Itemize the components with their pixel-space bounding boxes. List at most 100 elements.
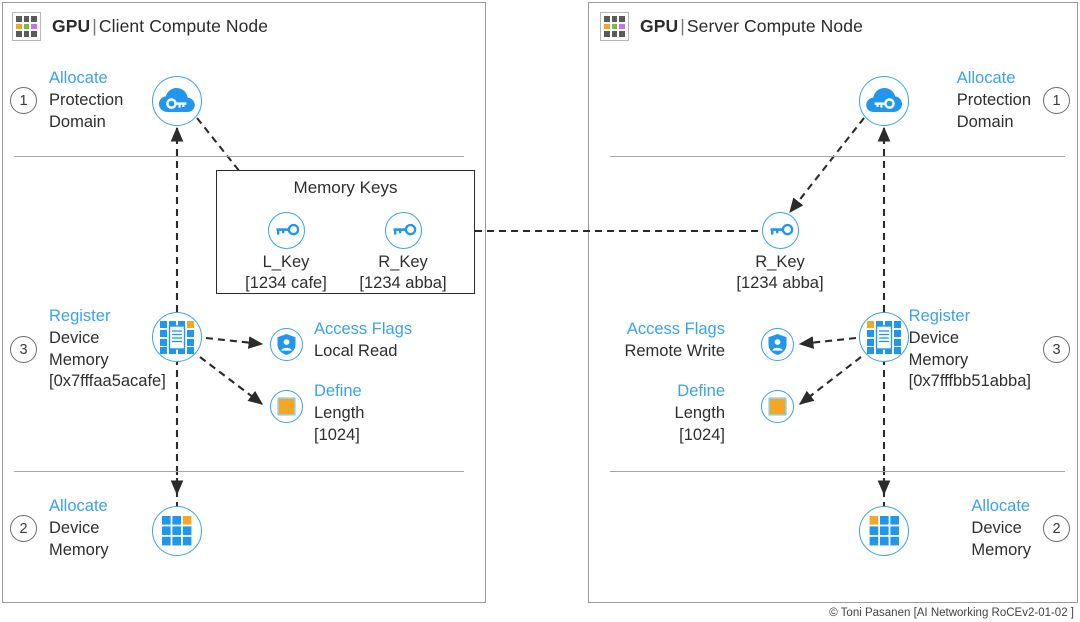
- server-step-3-register-device-memory[interactable]: 3 Register Device Memory [0x7fffbb51abba…: [909, 306, 1070, 393]
- client-step-3-line1: Device: [49, 328, 100, 347]
- server-step-2-action: Allocate: [971, 497, 1031, 515]
- server-step-2-number: 2: [1043, 515, 1070, 543]
- copyright-footer: © Toni Pasanen [AI Networking RoCEv2-01-…: [829, 607, 1074, 619]
- cloud-key-glyph: [866, 88, 902, 112]
- client-access-flags-label: Access Flags: [314, 320, 413, 338]
- client-rkey-value: [1234 abba]: [359, 274, 447, 293]
- server-title-separator: |: [680, 16, 685, 36]
- server-step-1-line1: Protection: [956, 90, 1031, 109]
- client-step-1-number: 1: [10, 87, 37, 115]
- server-step-2-line1: Device: [971, 518, 1022, 537]
- client-step-3-number: 3: [10, 336, 37, 364]
- server-step-2-line2: Memory: [971, 540, 1031, 559]
- shield-person-glyph: [277, 334, 296, 355]
- register-memory-icon[interactable]: [859, 312, 909, 362]
- server-node-name: Server Compute Node: [686, 16, 863, 36]
- server-node-title: GPU|Server Compute Node: [640, 16, 863, 37]
- device-memory-grid-glyph: [869, 516, 899, 546]
- key-icon[interactable]: [762, 212, 799, 249]
- register-memory-glyph: [160, 321, 194, 354]
- server-step-3-line2: Memory: [908, 350, 969, 369]
- client-step-2-line1: Device: [49, 518, 100, 537]
- client-step-1-allocate-protection-domain[interactable]: 1 Allocate Protection Domain: [10, 68, 123, 133]
- orange-square-icon[interactable]: [270, 390, 303, 423]
- shield-person-icon[interactable]: [270, 328, 303, 361]
- server-separator-bottom: [610, 471, 1065, 472]
- server-length-label: Length: [674, 403, 725, 422]
- device-memory-grid-glyph: [162, 516, 192, 546]
- server-step-1-number: 1: [1043, 87, 1070, 115]
- server-step-2-allocate-device-memory[interactable]: 2 Allocate Device Memory: [971, 496, 1070, 561]
- orange-square-glyph: [277, 397, 296, 416]
- server-compute-node-panel: [588, 2, 1078, 603]
- shield-person-icon[interactable]: [761, 328, 794, 361]
- server-access-flags-label: Access Flags: [626, 320, 725, 338]
- server-step-3-text: Register Device Memory [0x7fffbb51abba]: [909, 306, 1031, 393]
- client-length-value: [1024]: [314, 425, 360, 444]
- server-node-header: GPU|Server Compute Node: [600, 12, 863, 41]
- server-step-1-line2: Domain: [956, 112, 1014, 131]
- server-rkey-label: R_Key [1234 abba]: [720, 252, 840, 295]
- server-rkey-value: [1234 abba]: [736, 274, 824, 293]
- client-step-2-line2: Memory: [49, 540, 109, 559]
- server-length-value: [1024]: [679, 425, 725, 444]
- server-define-length-text: Define Length [1024]: [675, 381, 725, 446]
- client-step-2-allocate-device-memory[interactable]: 2 Allocate Device Memory: [10, 496, 109, 561]
- client-step-3-line2: Memory: [49, 350, 109, 369]
- client-step-3-action: Register: [49, 307, 111, 325]
- gpu-grid-icon: [12, 12, 41, 41]
- key-glyph: [770, 223, 793, 235]
- client-step-2-number: 2: [10, 515, 37, 543]
- orange-square-glyph: [768, 397, 787, 416]
- client-title-separator: |: [92, 16, 97, 36]
- client-step-1-line1: Protection: [49, 90, 124, 109]
- server-access-flags-value: Remote Write: [624, 341, 725, 360]
- register-memory-icon[interactable]: [152, 312, 202, 362]
- key-glyph: [393, 223, 416, 235]
- server-rkey-name: R_Key: [755, 253, 805, 271]
- client-rkey-name: R_Key: [378, 253, 428, 271]
- client-node-header: GPU|Client Compute Node: [12, 12, 268, 41]
- orange-square-icon[interactable]: [761, 390, 794, 423]
- client-step-1-line2: Domain: [49, 112, 106, 131]
- server-gpu-label: GPU: [640, 16, 679, 36]
- cloud-key-icon[interactable]: [152, 76, 202, 126]
- server-separator-top: [610, 156, 1065, 157]
- server-define-label: Define: [677, 382, 725, 400]
- client-step-3-register-device-memory[interactable]: 3 Register Device Memory [0x7fffaa5acafe…: [10, 306, 166, 393]
- client-step-3-text: Register Device Memory [0x7fffaa5acafe]: [49, 306, 166, 393]
- gpu-grid-icon: [600, 12, 629, 41]
- server-step-3-action: Register: [908, 307, 971, 325]
- client-access-flags-text: Access Flags Local Read: [314, 319, 412, 363]
- key-icon[interactable]: [385, 212, 422, 249]
- register-memory-glyph: [867, 321, 901, 354]
- server-step-1-text: Allocate Protection Domain: [957, 68, 1031, 133]
- client-step-1-action: Allocate: [49, 69, 108, 87]
- lkey-label: L_Key [1234 cafe]: [226, 252, 346, 295]
- cloud-key-icon[interactable]: [859, 76, 909, 126]
- server-step-3-address: [0x7fffbb51abba]: [908, 372, 1031, 391]
- client-rkey-label: R_Key [1234 abba]: [343, 252, 463, 295]
- client-compute-node-panel: [2, 2, 486, 603]
- client-separator-bottom: [14, 471, 464, 472]
- client-step-2-text: Allocate Device Memory: [49, 496, 109, 561]
- server-step-3-number: 3: [1043, 336, 1070, 364]
- server-step-2-text: Allocate Device Memory: [971, 496, 1031, 561]
- lkey-value: [1234 cafe]: [245, 274, 327, 293]
- shield-person-glyph: [768, 334, 787, 355]
- server-step-1-allocate-protection-domain[interactable]: 1 Allocate Protection Domain: [957, 68, 1070, 133]
- device-memory-grid-icon[interactable]: [859, 506, 909, 556]
- client-define-length-text: Define Length [1024]: [314, 381, 364, 446]
- server-access-flags-text: Access Flags Remote Write: [624, 319, 725, 363]
- memory-keys-box: Memory Keys: [216, 170, 475, 294]
- client-separator-top: [14, 156, 464, 157]
- server-step-3-line1: Device: [908, 328, 960, 347]
- device-memory-grid-icon[interactable]: [152, 506, 202, 556]
- client-length-label: Length: [314, 403, 365, 422]
- client-gpu-label: GPU: [52, 16, 91, 36]
- key-icon[interactable]: [268, 212, 305, 249]
- client-step-1-text: Allocate Protection Domain: [49, 68, 123, 133]
- cloud-key-glyph: [159, 88, 195, 112]
- lkey-name: L_Key: [262, 253, 310, 271]
